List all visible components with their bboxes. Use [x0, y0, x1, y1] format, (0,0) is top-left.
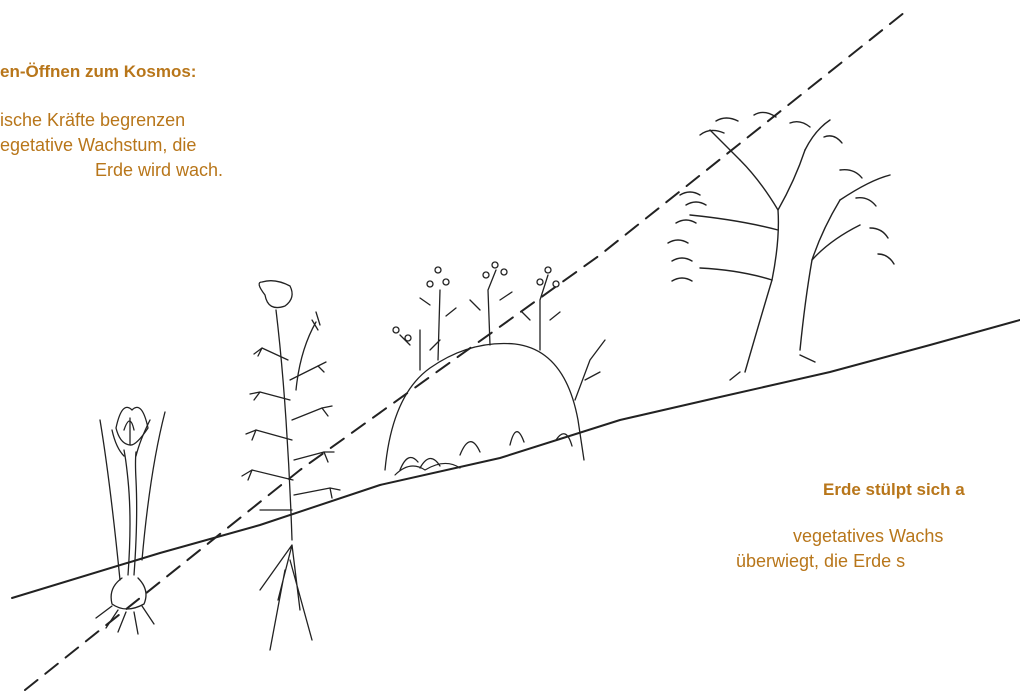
caption-top-heading: en-Öffnen zum Kosmos: [0, 62, 196, 82]
poppy-plant [242, 281, 340, 650]
caption-top-line: Erde wird wach. [0, 158, 300, 183]
caption-top-line: ische Kräfte begrenzen [0, 108, 300, 133]
caption-top-line: egetative Wachstum, die [0, 133, 300, 158]
caption-bottom-heading: Erde stülpt sich a [823, 480, 965, 500]
caption-top-body: ische Kräfte begrenzen egetative Wachstu… [0, 108, 300, 183]
shrub-mound [385, 262, 605, 470]
caption-bottom-line: vegetatives Wachs [736, 524, 1020, 549]
crocus-plant [96, 407, 165, 634]
caption-bottom-body: vegetatives Wachs überwiegt, die Erde s [736, 524, 1020, 574]
tree [668, 112, 894, 380]
caption-bottom-line: überwiegt, die Erde s [736, 549, 1020, 574]
